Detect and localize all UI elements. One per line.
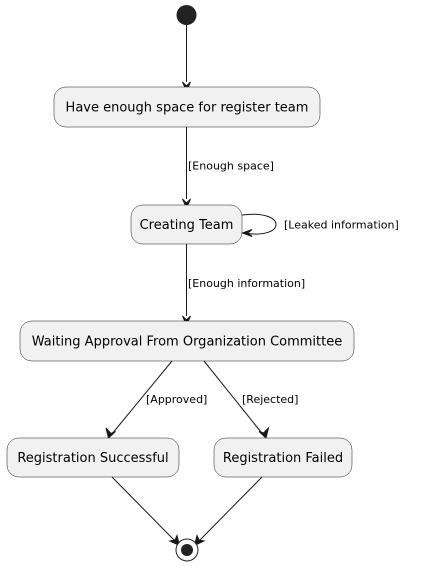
state-creating-team-label: Creating Team	[140, 218, 234, 233]
state-have-enough-space-label: Have enough space for register team	[66, 101, 309, 116]
edge-waiting-to-failed	[203, 360, 264, 435]
state-registration-successful-box	[6, 437, 180, 478]
final-node-inner	[181, 544, 193, 556]
edge-successful-to-final	[111, 476, 177, 543]
state-waiting-approval-box	[19, 320, 355, 362]
arrowhead-waiting-to-successful	[105, 427, 116, 439]
arrowhead-successful-to-final	[168, 533, 181, 547]
initial-node	[176, 5, 197, 25]
state-registration-failed: Registration Failed	[213, 437, 353, 478]
state-registration-failed-box	[213, 437, 353, 478]
guard-enough-space: [Enough space]	[188, 160, 274, 173]
state-waiting-approval-label: Waiting Approval From Organization Commi…	[32, 335, 343, 350]
state-registration-failed-label: Registration Failed	[223, 451, 343, 466]
guard-enough-information: [Enough information]	[188, 277, 305, 290]
state-registration-successful: Registration Successful	[6, 437, 180, 478]
edge-creating-team-self-loop	[241, 213, 277, 235]
final-node	[175, 538, 199, 562]
edge-waiting-to-successful	[111, 360, 173, 435]
state-have-enough-space: Have enough space for register team	[53, 86, 321, 128]
guard-approved: [Approved]	[146, 393, 207, 406]
arrowhead-waiting-to-failed	[258, 426, 270, 439]
guard-leaked-information: [Leaked information]	[284, 219, 399, 232]
state-waiting-approval: Waiting Approval From Organization Commi…	[19, 320, 355, 362]
arrowhead-creating-team-self-loop	[241, 229, 253, 237]
state-registration-successful-label: Registration Successful	[17, 451, 168, 466]
guard-rejected: [Rejected]	[242, 393, 298, 406]
state-creating-team: Creating Team	[130, 204, 243, 245]
edge-failed-to-final	[197, 476, 263, 543]
